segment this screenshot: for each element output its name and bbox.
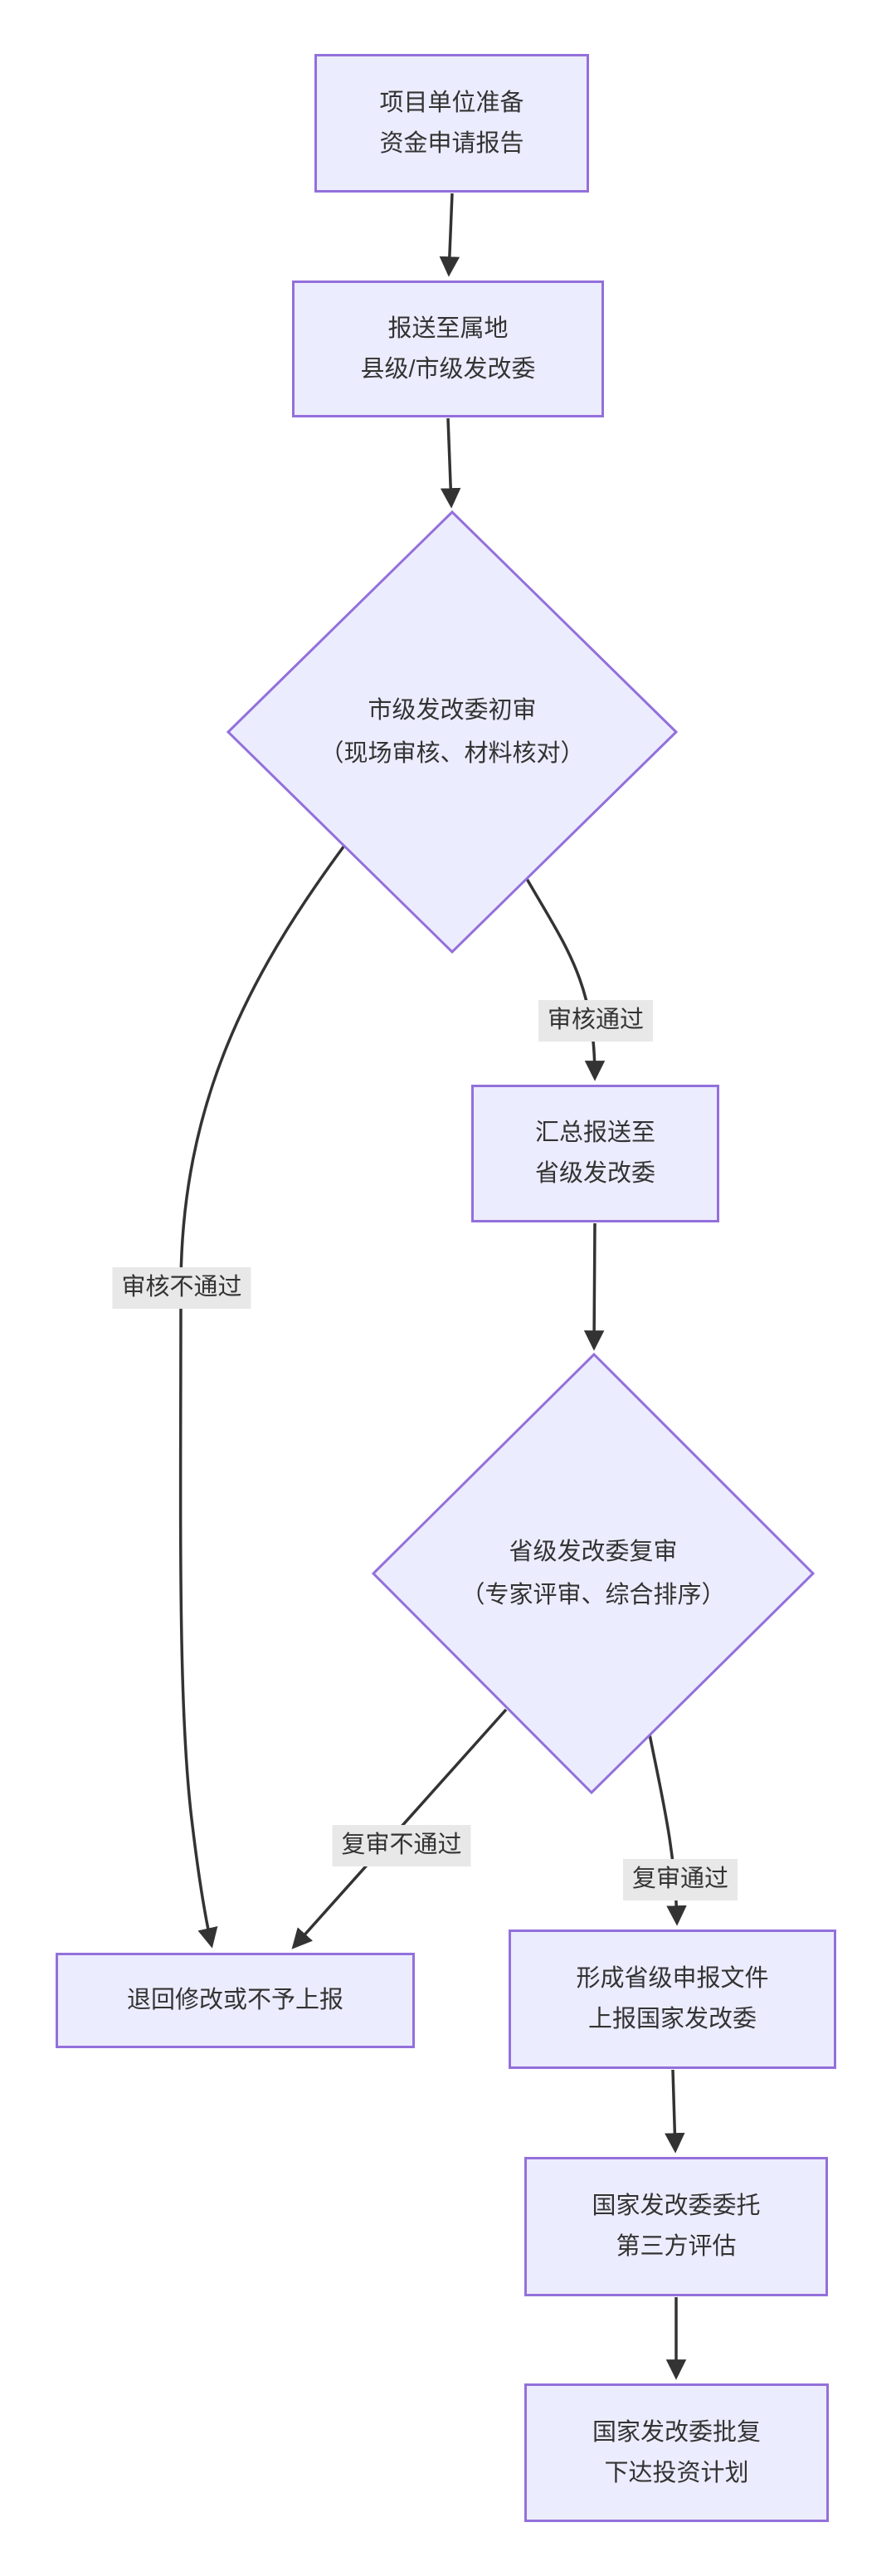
node-text-line: 县级/市级发改委 [360,355,536,383]
node-submit-local-ndrc: 报送至属地 县级/市级发改委 [292,281,604,417]
edge-label-recheck-fail: 复审不通过 [332,1825,471,1866]
node-text-line: 退回修改或不予上报 [126,1987,343,2013]
decision-provincial-review-text: 省级发改委复审 （专家评审、综合排序） [460,1530,725,1617]
node-text-line: 形成省级申报文件 [576,1965,769,1992]
node-text-line: 第三方评估 [616,2233,737,2260]
edge-city-review-pass [525,878,606,1081]
edge-label-recheck-pass: 复审通过 [622,1859,738,1900]
node-text-line: 项目单位准备 [379,89,524,116]
node-text-line: 汇总报送至 [534,1120,655,1146]
edge-label-review-pass: 审核通过 [538,1000,654,1042]
node-text-line: 下达投资计划 [604,2459,749,2486]
node-national-third-party-evaluation: 国家发改委委托 第三方评估 [524,2157,828,2296]
node-return-or-reject: 退回修改或不予上报 [56,1953,415,2048]
decision-provincial-review-shape [371,1352,816,1795]
node-text-line: （专家评审、综合排序） [460,1582,726,1608]
node-text-line: 国家发改委批复 [592,2418,761,2446]
node-text-line: 省级发改委复审 [509,1539,678,1565]
node-text-line: 资金申请报告 [379,129,524,157]
decision-city-initial-review-text: 市级发改委初审 （现场审核、材料核对） [319,689,584,775]
node-text-line: 国家发改委委托 [592,2193,761,2219]
node-national-approval-investment-plan: 国家发改委批复 下达投资计划 [524,2383,829,2522]
node-text-line: 报送至属地 [387,315,509,342]
edge-submit-to-city-review [440,417,461,509]
node-text-line: （现场审核、材料核对） [319,740,585,767]
node-summary-submit-provincial: 汇总报送至 省级发改委 [471,1085,719,1222]
edge-summary-to-provincial-review [583,1222,605,1351]
node-project-unit-prepare: 项目单位准备 资金申请报告 [314,54,589,193]
edge-prepare-to-submit [439,193,460,277]
node-text-line: 省级发改委 [534,1160,655,1187]
node-text-line: 市级发改委初审 [368,697,537,724]
edge-label-review-fail: 审核不通过 [112,1267,251,1309]
decision-city-initial-review-shape [226,510,679,954]
edge-filing-to-evaluation [665,2069,685,2154]
node-text-line: 上报国家发改委 [587,2006,757,2032]
edge-city-review-fail [178,844,346,1949]
node-form-provincial-filing: 形成省级申报文件 上报国家发改委 [509,1930,836,2069]
